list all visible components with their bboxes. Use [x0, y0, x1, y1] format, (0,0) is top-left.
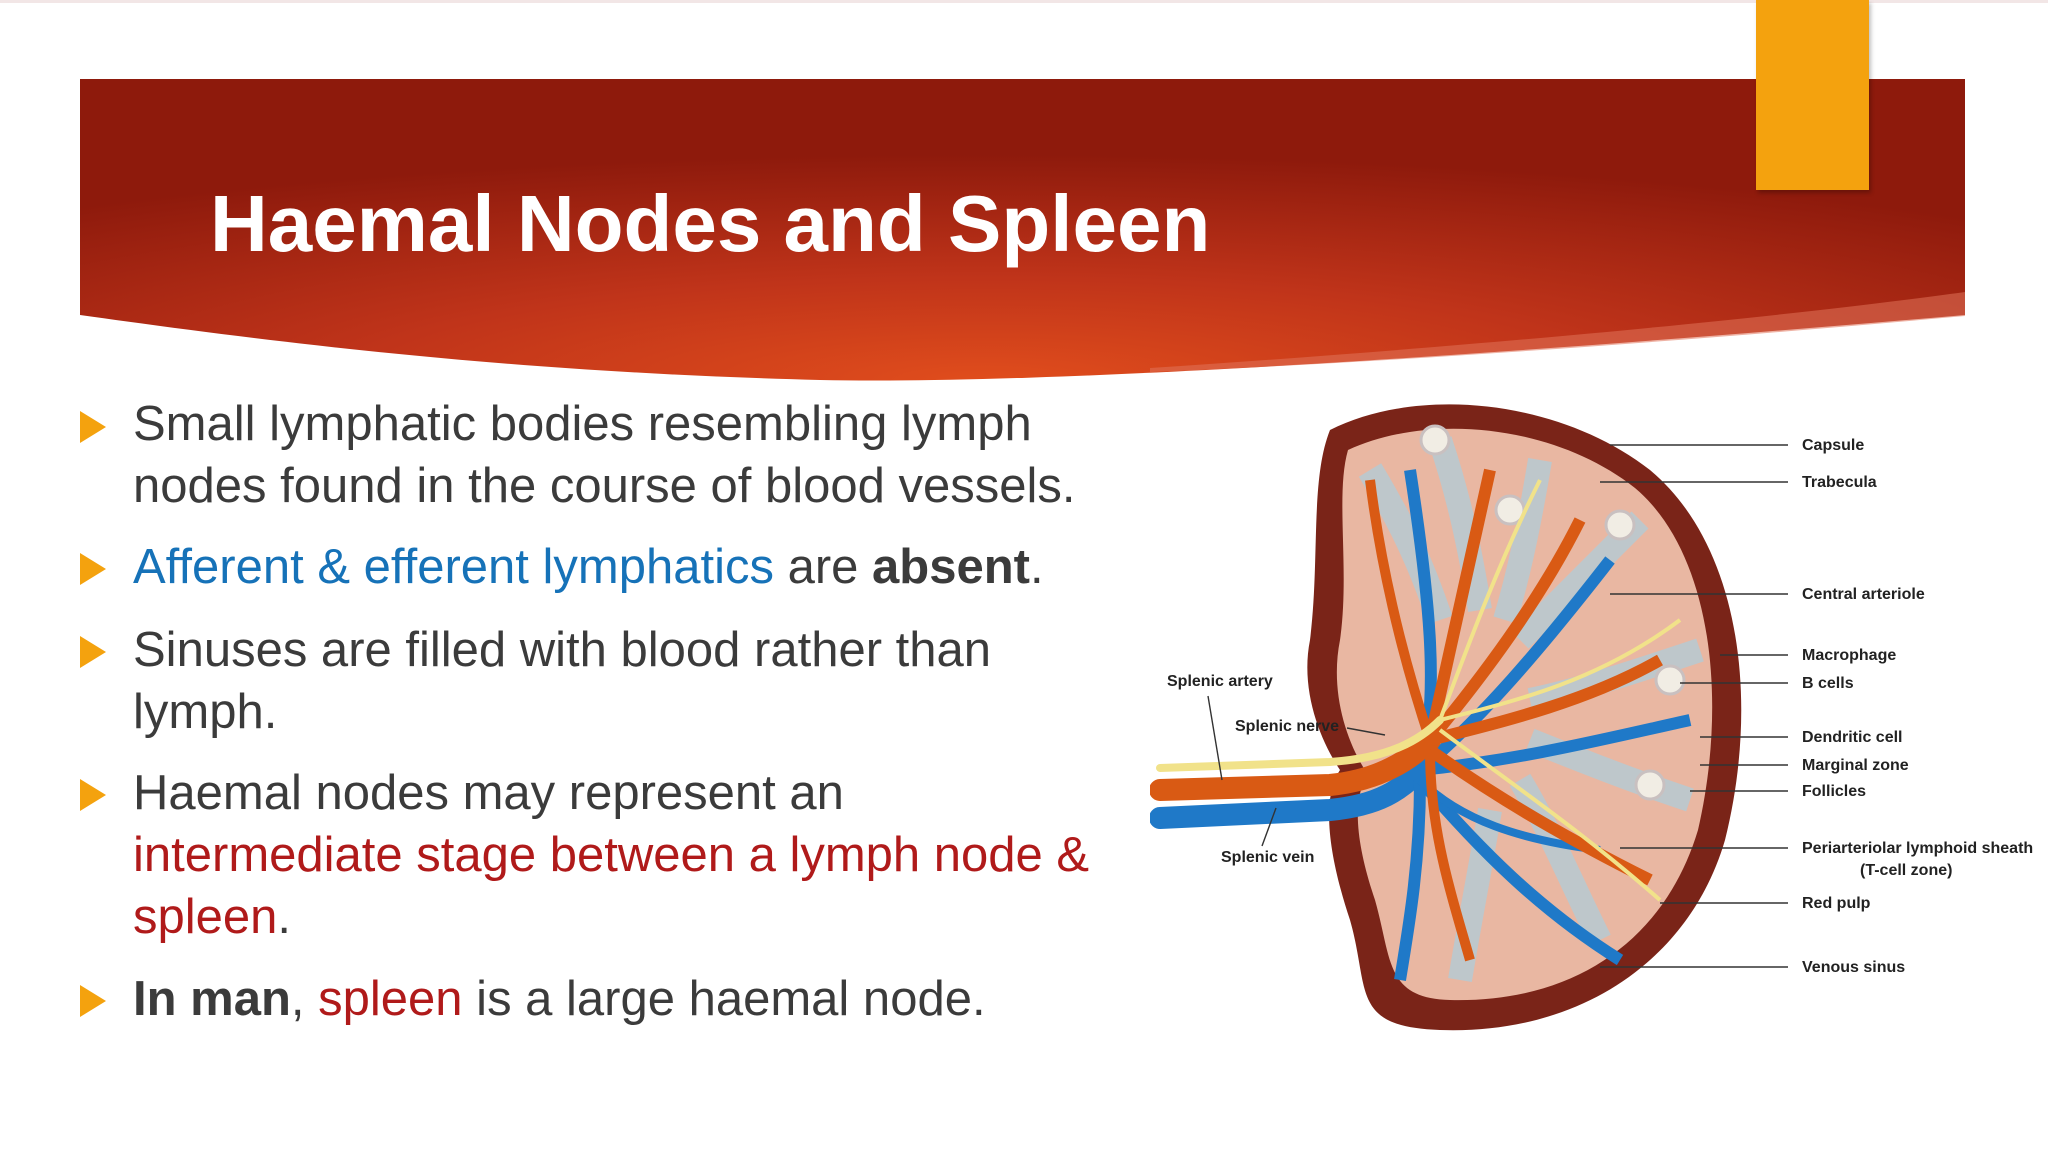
- bullet-text: Afferent & efferent lymphatics are absen…: [133, 536, 1153, 598]
- bullet-arrow-icon: [80, 985, 106, 1017]
- bullet-fragment: .: [1029, 540, 1044, 594]
- title-banner: [80, 79, 1965, 381]
- label-b-cells: B cells: [1802, 675, 1854, 692]
- bullet-text: Haemal nodes may represent an intermedia…: [133, 762, 1153, 948]
- label-marginal-zone: Marginal zone: [1802, 757, 1909, 774]
- bullet-fragment: ,: [290, 972, 319, 1026]
- splenic-artery-shape: [1150, 729, 1441, 801]
- label-macrophage: Macrophage: [1802, 647, 1896, 664]
- bullet-line: Haemal nodes may represent an: [133, 766, 844, 820]
- splenic-nerve-shape: [1156, 716, 1444, 772]
- label-splenic-nerve: Splenic nerve: [1235, 718, 1339, 735]
- bullet-text: Small lymphatic bodies resembling lymph …: [133, 393, 1153, 517]
- spleen-diagram: Capsule Trabecula Central arteriole Macr…: [1150, 404, 2033, 1031]
- label-dendritic-cell: Dendritic cell: [1802, 729, 1902, 746]
- label-follicles: Follicles: [1802, 783, 1866, 800]
- bullet-text: Sinuses are filled with blood rather tha…: [133, 619, 1153, 743]
- highlight-spleen: spleen: [133, 890, 278, 944]
- bullet-arrow-icon: [80, 553, 106, 585]
- bullet-fragment: are: [773, 540, 873, 594]
- bullet-arrow-icon: [80, 411, 106, 443]
- bullet-line: nodes found in the course of blood vesse…: [133, 459, 1076, 513]
- label-central-arteriole: Central arteriole: [1802, 586, 1925, 603]
- bullet-arrow-icon: [80, 636, 106, 668]
- bullet-text: In man, spleen is a large haemal node.: [133, 968, 1153, 1030]
- emphasis-in-man: In man: [133, 972, 291, 1026]
- label-splenic-vein: Splenic vein: [1221, 849, 1314, 866]
- highlight-spleen: spleen: [318, 972, 463, 1026]
- label-capsule: Capsule: [1802, 437, 1864, 454]
- slide-title: Haemal Nodes and Spleen: [210, 179, 1211, 268]
- label-venous-sinus: Venous sinus: [1802, 959, 1905, 976]
- highlight-intermediate-stage: intermediate stage between a lymph node …: [133, 828, 1090, 882]
- label-trabecula: Trabecula: [1802, 474, 1877, 491]
- bullet-line: Small lymphatic bodies resembling lymph: [133, 397, 1032, 451]
- bullet-fragment: .: [277, 890, 292, 944]
- label-t-cell-zone: (T-cell zone): [1860, 862, 1952, 879]
- highlight-lymphatics: Afferent & efferent lymphatics: [133, 540, 774, 594]
- label-red-pulp: Red pulp: [1802, 895, 1871, 912]
- top-edge-line: [0, 0, 2048, 3]
- accent-tab: [1756, 0, 1869, 190]
- splenic-vein-shape: [1150, 759, 1431, 829]
- bullet-fragment: is a large haemal node.: [462, 972, 986, 1026]
- bullet-arrow-icon: [80, 779, 106, 811]
- label-pals: Periarteriolar lymphoid sheath: [1802, 840, 2033, 857]
- bullet-line: Sinuses are filled with blood rather tha…: [133, 623, 992, 677]
- bullet-line: lymph.: [133, 685, 278, 739]
- label-splenic-artery: Splenic artery: [1167, 673, 1273, 690]
- emphasis-absent: absent: [872, 540, 1030, 594]
- bullet-list: Small lymphatic bodies resembling lymph …: [80, 393, 1153, 1030]
